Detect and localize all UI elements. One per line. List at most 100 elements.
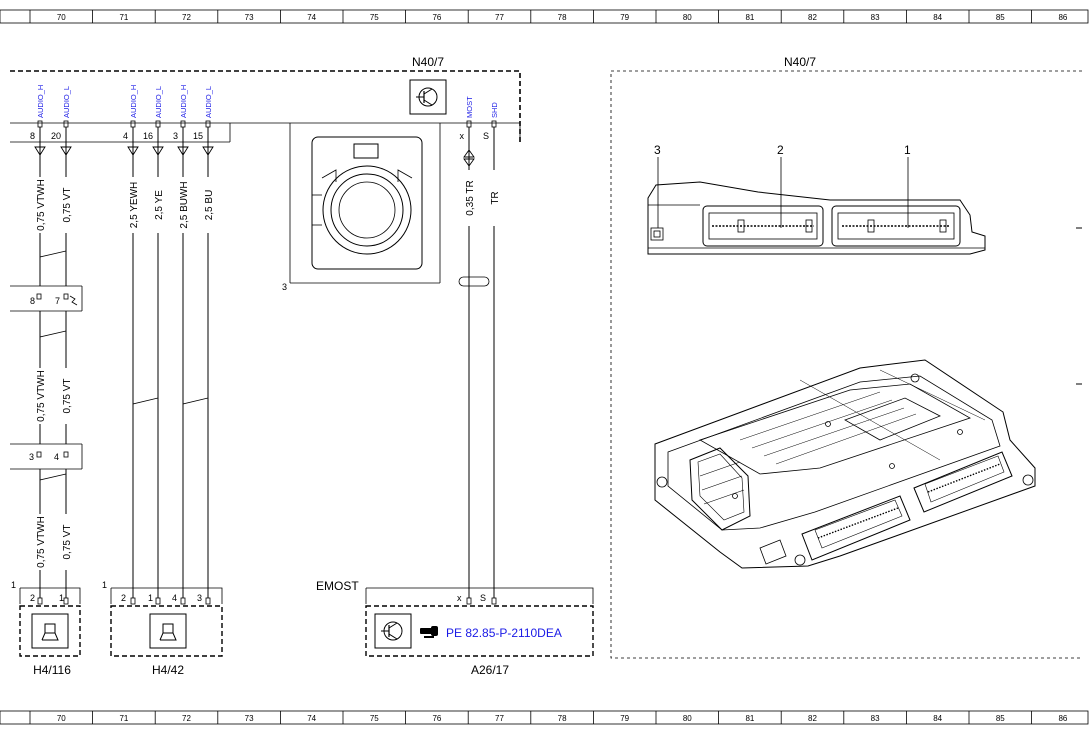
ruler-column-label: 81 (745, 13, 754, 22)
ecu-side-view: 3 2 1 (647, 143, 986, 255)
ruler-column-label: 80 (683, 714, 692, 723)
wire-label: 0,35 TR (465, 180, 476, 215)
signal-label: AUDIO_H (179, 85, 188, 118)
most-unit-label: A26/17 (471, 663, 509, 677)
ruler-column-label: 74 (307, 13, 316, 22)
ruler-column-label: 82 (808, 13, 817, 22)
ruler-column-label: 85 (996, 714, 1005, 723)
pin-label: x (460, 131, 465, 141)
component-view: N40/7 3 2 1 (610, 55, 1082, 659)
reference-link[interactable]: PE 82.85-P-2110DEA (446, 626, 562, 640)
most-unit-top-label: EMOST (316, 579, 359, 593)
wires (34, 127, 497, 605)
speaker-icon (149, 613, 187, 649)
transistor-icon (409, 79, 447, 115)
pin-label: 8 (30, 131, 35, 141)
signal-label: AUDIO_L (204, 86, 213, 118)
callout-3: 3 (282, 282, 287, 292)
ruler-column-label: 71 (119, 714, 128, 723)
pin-label: 16 (143, 131, 153, 141)
speaker-2-pin-a: 2 (121, 593, 126, 603)
signal-label: AUDIO_H (36, 85, 45, 118)
wire-label: 2,5 YE (154, 190, 165, 220)
most-unit-a26-17: EMOST x S PE 82.85-P-2110DEA A26/17 (316, 579, 594, 677)
wire-labels: 0,75 VTWH 0,75 VT 2,5 YEWH 2,5 YE 2,5 BUWH 2,… (36, 170, 501, 570)
pin-label: 15 (193, 131, 203, 141)
connector-1-pin-a: 8 (30, 296, 35, 306)
ruler-column-label: 70 (57, 714, 66, 723)
ruler-column-label: 85 (996, 13, 1005, 22)
connector-2-pin-a: 3 (29, 452, 34, 462)
ruler-column-label: 79 (620, 13, 629, 22)
inline-connector-2: 3 4 (10, 443, 83, 470)
ruler-column-label: 78 (558, 714, 567, 723)
signal-label: AUDIO_L (154, 86, 163, 118)
speaker-2-pin-c: 4 (172, 593, 177, 603)
ruler-column-label: 73 (245, 714, 254, 723)
ruler-column-label: 78 (558, 13, 567, 22)
component-callout-2: 2 (777, 143, 784, 157)
ruler-column-label: 82 (808, 714, 817, 723)
ruler-column-label: 76 (432, 13, 441, 22)
inline-connector-1: 8 7 (10, 285, 83, 312)
signal-label: AUDIO_L (62, 86, 71, 118)
hand-pointer-icon (420, 626, 438, 638)
speaker-h4-116: 1 2 1 H4/116 (11, 580, 81, 677)
most-unit-pin-x: x (457, 593, 462, 603)
ruler-column-label: 77 (495, 714, 504, 723)
wire-label: 0,75 VTWH (36, 516, 47, 568)
speaker-1-pin-a: 2 (30, 593, 35, 603)
wire-label: 0,75 VT (62, 378, 73, 413)
speaker-1-pin-b: 1 (59, 593, 64, 603)
ruler-top: 70 71 72 73 74 75 76 77 78 79 80 81 82 83 84 85 86 (0, 9, 1089, 24)
speaker-2-pin-b: 1 (148, 593, 153, 603)
wire-label: 0,75 VT (62, 524, 73, 559)
signal-label: SHD (490, 102, 499, 118)
ecu-perspective-view (654, 359, 1036, 569)
ruler-column-label: 74 (307, 714, 316, 723)
pin-label: S (483, 131, 489, 141)
speaker-2-pin-d: 3 (197, 593, 202, 603)
pin-label: 20 (51, 131, 61, 141)
signal-label: MOST (465, 96, 474, 118)
connector-2-pin-b: 4 (54, 452, 59, 462)
pin-label: 3 (173, 131, 178, 141)
speaker-1-label: H4/116 (33, 663, 71, 677)
ruler-column-label: 72 (182, 13, 191, 22)
ruler-column-label: 80 (683, 13, 692, 22)
ruler-column-label: 81 (745, 714, 754, 723)
ruler-column-label: 72 (182, 714, 191, 723)
most-unit-pin-s: S (480, 593, 486, 603)
speaker-2-label: H4/42 (152, 663, 184, 677)
ruler-column-label: 86 (1058, 714, 1067, 723)
ruler-column-label: 71 (119, 13, 128, 22)
ruler-column-label: 75 (370, 13, 379, 22)
ruler-column-label: 73 (245, 13, 254, 22)
wire-label: 0,75 VT (62, 187, 73, 222)
component-view-label: N40/7 (784, 55, 816, 69)
ruler-column-label: 83 (871, 714, 880, 723)
wire-label: 2,5 BUWH (179, 181, 190, 228)
ruler-column-label: 70 (57, 13, 66, 22)
speaker-1-index: 1 (11, 580, 16, 590)
ruler-column-label: 84 (933, 13, 942, 22)
speaker-h4-42: 1 2 1 4 3 H4/42 (102, 580, 223, 677)
connector-sketch: 3 (282, 136, 441, 292)
component-callout-1: 1 (904, 143, 911, 157)
ruler-column-label: 86 (1058, 13, 1067, 22)
ruler-column-label: 76 (432, 714, 441, 723)
wire-label: 2,5 BU (204, 190, 215, 221)
ruler-column-label: 79 (620, 714, 629, 723)
wire-label: TR (490, 191, 501, 204)
wire-label: 2,5 YEWH (129, 182, 140, 229)
speaker-2-index: 1 (102, 580, 107, 590)
wire-label: 0,75 VTWH (36, 179, 47, 231)
ruler-column-label: 77 (495, 13, 504, 22)
ruler-column-label: 83 (871, 13, 880, 22)
component-callout-3: 3 (654, 143, 661, 157)
pin-label: 4 (123, 131, 128, 141)
speaker-icon (31, 613, 69, 649)
